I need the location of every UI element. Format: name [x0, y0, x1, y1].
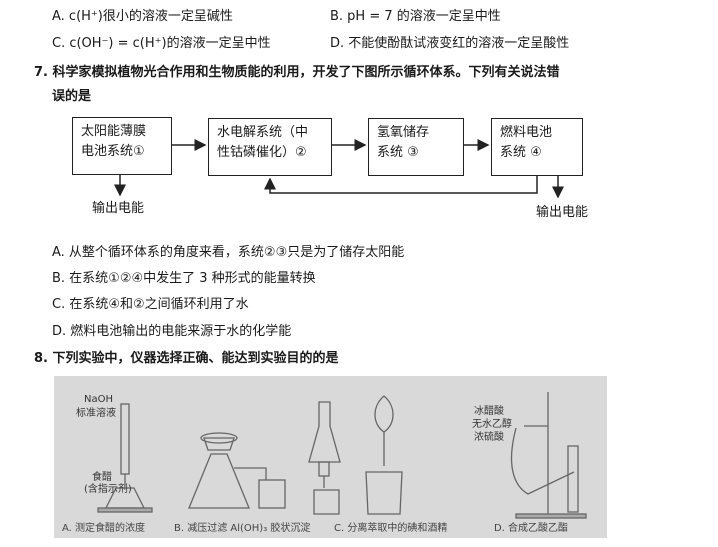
diagram-box-electrolysis: 水电解系统（中 性钴磷催化）② — [208, 118, 332, 176]
arrow-return — [264, 176, 538, 194]
diagram-box-storage: 氢氧储存 系统 ③ — [368, 118, 464, 176]
q7-option-c: C. 在系统④和②之间循环利用了水 — [52, 297, 249, 312]
label-vinegar: 食醋 — [92, 472, 112, 483]
q8-stem: 8. 下列实验中，仪器选择正确、能达到实验目的的是 — [34, 351, 339, 366]
q6-option-b: B. pH = 7 的溶液一定呈中性 — [330, 9, 501, 24]
label-reagent: 冰醋酸 — [474, 406, 504, 417]
output-label-right: 输出电能 — [536, 205, 589, 220]
box-label: 电池系统① — [81, 144, 145, 159]
box-label: 太阳能薄膜 — [81, 124, 147, 139]
q7-option-b: B. 在系统①②④中发生了 3 种形式的能量转换 — [52, 271, 316, 286]
dropping-funnel — [374, 395, 394, 433]
label-standard-solution: 标准溶液 — [76, 408, 116, 419]
diagram-box-fuel-cell: 燃料电池 系统 ④ — [491, 118, 583, 176]
separatory-funnel — [308, 401, 341, 463]
beaker — [365, 471, 403, 515]
box-label: 燃料电池 — [500, 125, 553, 140]
output-label-left: 输出电能 — [92, 201, 145, 216]
reaction-tube — [510, 427, 575, 495]
buchner-funnel — [200, 432, 238, 444]
apparatus-figure: NaOH 标准溶液 食醋 (含指示剂) 冰醋酸 无水乙醇 浓硫酸 A. 测定食醋… — [54, 376, 607, 538]
q7-stem: 7. 科学家模拟植物光合作用和生物质能的利用，开发了下图所示循环体系。下列有关说… — [34, 65, 560, 80]
box-label: 水电解系统（中 — [217, 125, 309, 140]
box-label: 氢氧储存 — [377, 125, 430, 140]
box-label: 性钴磷催化）② — [217, 145, 307, 160]
label-reagent: 浓硫酸 — [474, 432, 504, 443]
label-indicator: (含指示剂) — [84, 484, 132, 495]
q7-stem-continued: 误的是 — [52, 89, 92, 104]
caption-d: D. 合成乙酸乙酯 — [494, 523, 569, 534]
safety-bottle — [258, 479, 286, 509]
suction-flask — [188, 453, 250, 509]
caption-a: A. 测定食醋的浓度 — [62, 523, 146, 534]
diagram-box-solar-cell: 太阳能薄膜 电池系统① — [72, 117, 172, 175]
label-naoh: NaOH — [84, 394, 113, 405]
box-label: 系统 ③ — [377, 145, 419, 160]
beaker — [313, 489, 340, 515]
label-reagent: 无水乙醇 — [472, 419, 512, 430]
q6-option-d: D. 不能使酚酞试液变红的溶液一定呈酸性 — [330, 36, 570, 51]
caption-c: C. 分离萃取中的碘和酒精 — [334, 523, 448, 534]
stand-base — [515, 513, 587, 519]
caption-b: B. 减压过滤 Al(OH)₃ 胶状沉淀 — [174, 523, 311, 534]
box-label: 系统 ④ — [500, 145, 542, 160]
q6-option-c: C. c(OH⁻) = c(H⁺)的溶液一定呈中性 — [52, 36, 271, 51]
q7-option-d: D. 燃料电池输出的电能来源于水的化学能 — [52, 324, 292, 339]
burette — [120, 403, 130, 475]
apparatus-drawing — [97, 392, 587, 519]
stand-base — [97, 507, 153, 513]
q6-option-a: A. c(H⁺)很小的溶液一定呈碱性 — [52, 9, 233, 24]
q7-option-a: A. 从整个循环体系的角度来看，系统②③只是为了储存太阳能 — [52, 245, 405, 260]
test-tube — [567, 445, 579, 513]
